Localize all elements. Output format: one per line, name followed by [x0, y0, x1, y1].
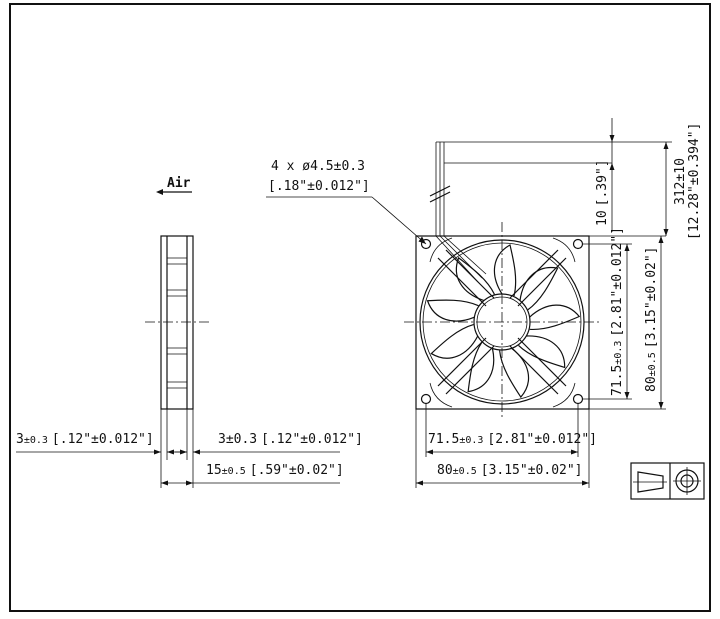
- strip-length-dimension: 10[.39"]: [595, 159, 610, 226]
- side-view-dimensions: 3±0.3[.12"±0.012"] 3±0.3[.12"±0.012"] 15…: [16, 409, 363, 488]
- fan-blade: [455, 256, 496, 302]
- frame-dimension-h: 80±0.5[3.15"±0.02"]: [437, 463, 583, 478]
- fan-blade: [426, 299, 479, 322]
- drawing-border: [9, 3, 711, 612]
- mounting-hole-bottom-left: [420, 393, 432, 405]
- front-view: [404, 141, 612, 420]
- fan-blade: [529, 304, 581, 330]
- mounting-holes: [420, 238, 584, 405]
- fan-blade: [467, 341, 495, 393]
- mounting-hole-top-right: [572, 238, 584, 250]
- hole-spacing-dimension-h: 71.5±0.3[2.81"±0.012"]: [428, 432, 597, 447]
- fan-blade: [519, 266, 559, 311]
- mounting-hole-top-left: [420, 238, 432, 250]
- side-view-ribs: [167, 257, 187, 389]
- front-view-right-dimensions: 71.5±0.3[2.81"±0.012"] 80±0.5[3.15"±0.02…: [583, 227, 666, 410]
- air-label: Air: [167, 176, 191, 191]
- side-view: [145, 235, 210, 410]
- hole-spec-callout: 4 x ø4.5±0.3 [.18"±0.012"]: [266, 159, 427, 245]
- wall-right-dimension: 3±0.3[.12"±0.012"]: [218, 432, 363, 447]
- fan-blade: [518, 335, 566, 369]
- projection-symbol: [630, 462, 705, 500]
- fan-blades: [426, 244, 581, 399]
- air-arrow-head: [156, 189, 163, 195]
- front-view-bottom-dimensions: 71.5±0.3[2.81"±0.012"] 80±0.5[3.15"±0.02…: [415, 404, 597, 488]
- frame-dimension-v: 80±0.5[3.15"±0.02"]: [644, 247, 659, 393]
- fan-blade: [499, 347, 530, 399]
- lead-wire-break: [429, 185, 451, 203]
- corner-flanges: [429, 237, 576, 408]
- hole-spec-line-1: 4 x ø4.5±0.3: [271, 159, 365, 174]
- wall-left-dimension: 3±0.3[.12"±0.012"]: [16, 432, 154, 447]
- lead-dimensions: 10[.39"] 312±10 [12.28"±0.394"]: [595, 118, 702, 240]
- lead-length-inch-dimension: [12.28"±0.394"]: [687, 123, 702, 240]
- depth-dimension: 15±0.5[.59"±0.02"]: [206, 463, 344, 478]
- fan-blade: [493, 244, 517, 297]
- lead-length-dimension: 312±10: [673, 158, 688, 205]
- projection-cone-icon: [637, 471, 664, 493]
- air-flow-indicator: Air: [156, 176, 192, 195]
- fan-blade: [430, 324, 479, 359]
- fan-frame: [415, 235, 590, 410]
- hole-spec-line-2: [.18"±0.012"]: [268, 179, 370, 194]
- side-view-outline: [160, 235, 194, 410]
- hole-spacing-dimension-v: 71.5±0.3[2.81"±0.012"]: [610, 227, 625, 396]
- mounting-hole-bottom-right: [572, 393, 584, 405]
